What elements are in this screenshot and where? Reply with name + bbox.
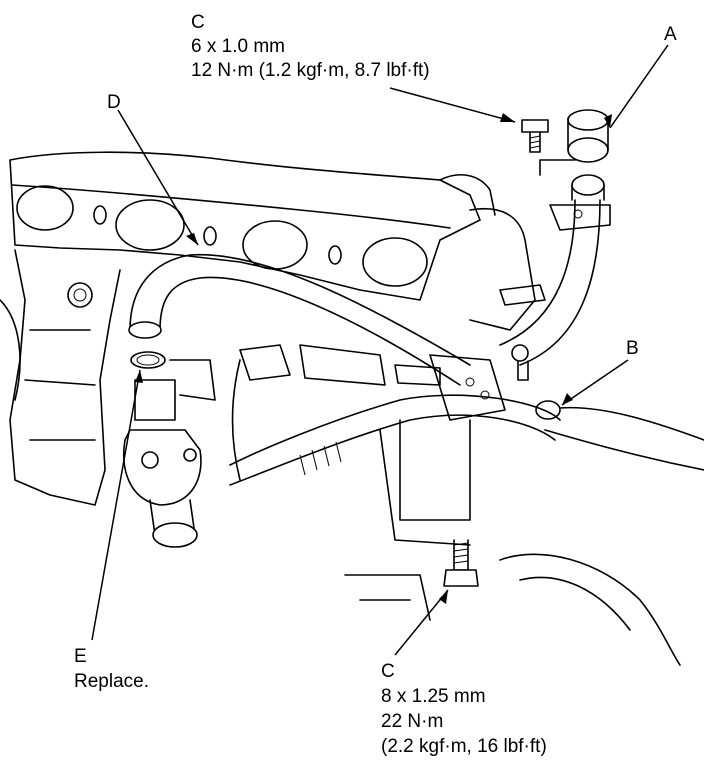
label-e-note: Replace.	[74, 671, 149, 692]
leader-e	[91, 369, 141, 641]
leader-a	[609, 44, 669, 129]
engine-block	[0, 249, 121, 506]
hose-fitting-a	[567, 109, 609, 163]
lower-bracket	[344, 419, 681, 666]
engine-head	[9, 151, 546, 331]
leader-lines	[91, 44, 669, 656]
bolt-c-bottom	[443, 539, 479, 587]
label-c-top-torque: 12 N·m (1.2 kgf·m, 8.7 lbf·ft)	[191, 60, 430, 81]
arrowheads	[135, 113, 612, 604]
label-c-bottom-letter: C	[381, 661, 395, 682]
label-c-bottom-torque-alt: (2.2 kgf·m, 16 lbf·ft)	[381, 736, 547, 757]
bypass-pipe-d	[128, 253, 471, 386]
label-a: A	[664, 24, 677, 45]
hose-fitting-b	[511, 344, 704, 471]
leader-d	[117, 109, 199, 246]
leader-b	[561, 359, 629, 406]
label-b: B	[626, 338, 639, 359]
label-c-top-letter: C	[191, 12, 205, 33]
leader-c-bottom	[394, 589, 449, 656]
label-d: D	[107, 92, 121, 113]
upper-hose-a	[499, 159, 611, 366]
wire-harness	[229, 344, 561, 486]
label-c-top-size: 6 x 1.0 mm	[191, 36, 285, 57]
bolt-c-top	[521, 119, 549, 153]
label-c-bottom-size: 8 x 1.25 mm	[381, 686, 486, 707]
thermostat-housing	[123, 351, 216, 548]
label-c-bottom-torque: 22 N·m	[381, 711, 444, 732]
leader-c-top	[389, 87, 516, 123]
label-e-letter: E	[74, 646, 87, 667]
